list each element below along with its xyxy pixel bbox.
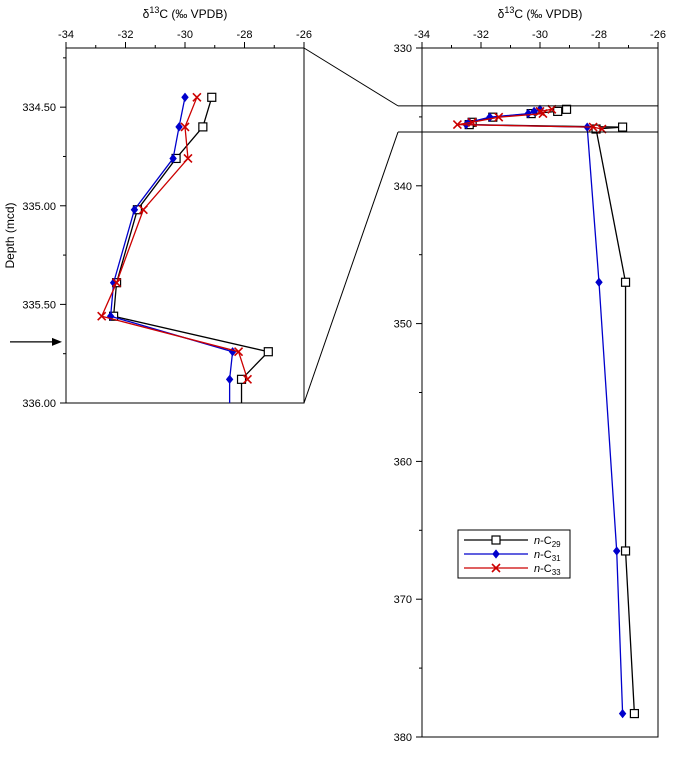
data-point-n-C33 [452, 120, 462, 130]
x-tick-label: -26 [650, 29, 666, 41]
series-line-n-C33 [100, 97, 249, 380]
legend-marker-n-C33 [491, 563, 501, 573]
series-line-n-C31 [464, 108, 624, 714]
x-tick-label: -26 [296, 29, 312, 41]
y-tick-label: 330 [394, 43, 412, 55]
data-point-n-C31 [612, 546, 621, 556]
data-point-n-C29 [620, 546, 631, 556]
y-tick-label: 336.00 [22, 398, 56, 410]
data-point-n-C31 [175, 122, 183, 132]
series-line-n-C29 [467, 108, 636, 714]
y-tick-label: 370 [394, 594, 412, 606]
data-point-n-C31 [130, 205, 139, 215]
plot-frame [421, 47, 659, 738]
x-tick-label: -28 [237, 29, 253, 41]
x-axis-title: δ13C (‰ VPDB) [498, 5, 583, 21]
data-point-n-C31 [169, 153, 177, 164]
y-tick-label: 335.00 [22, 201, 56, 213]
data-point-n-C31 [530, 106, 538, 117]
data-point-n-C31 [524, 108, 532, 119]
y-tick-label: 335.50 [22, 299, 56, 311]
data-point-n-C31 [225, 374, 234, 384]
zoom-connector-top [303, 47, 399, 107]
x-tick-label: -34 [58, 29, 74, 41]
data-point-n-C29 [620, 277, 631, 287]
data-point-n-C31 [618, 708, 627, 719]
data-point-n-C33 [242, 374, 253, 384]
x-tick-label: -32 [118, 29, 134, 41]
data-point-n-C33 [233, 347, 244, 357]
y-tick-label: 380 [394, 732, 412, 744]
data-point-n-C33 [97, 311, 107, 321]
x-tick-label: -30 [532, 29, 548, 41]
legend-marker-n-C31 [492, 549, 500, 559]
x-tick-label: -34 [414, 29, 430, 41]
data-point-n-C33 [183, 153, 193, 164]
legend-marker-n-C29 [491, 535, 501, 545]
x-axis-title: δ13C (‰ VPDB) [143, 5, 228, 21]
data-point-n-C29 [617, 122, 628, 132]
data-point-n-C33 [547, 104, 557, 114]
data-point-n-C29 [207, 92, 217, 102]
data-point-n-C29 [561, 104, 572, 114]
zoom-connector-bottom [303, 131, 399, 404]
legend-label-n-C29: n-C29 [534, 535, 561, 549]
x-tick-label: -30 [177, 29, 193, 41]
x-tick-label: -28 [591, 29, 607, 41]
legend-label-n-C33: n-C33 [534, 563, 561, 577]
x-tick-label: -32 [473, 29, 489, 41]
data-point-n-C33 [538, 109, 548, 119]
y-axis-title: Depth (mcd) [3, 202, 17, 268]
data-point-n-C31 [595, 277, 603, 287]
data-point-n-C29 [263, 347, 273, 357]
data-point-n-C33 [467, 117, 477, 127]
legend-label-n-C31: n-C31 [534, 549, 561, 563]
data-point-n-C33 [192, 92, 202, 102]
data-point-n-C31 [181, 92, 189, 102]
y-tick-label: 350 [394, 319, 412, 331]
series-line-n-C31 [109, 97, 234, 403]
data-point-n-C33 [180, 122, 190, 132]
data-point-n-C33 [588, 122, 598, 132]
data-point-n-C33 [112, 278, 122, 288]
data-point-n-C29 [198, 122, 208, 132]
y-tick-label: 360 [394, 456, 412, 468]
depth-arrow-head [52, 337, 62, 346]
data-point-n-C29 [236, 374, 247, 384]
y-tick-label: 340 [394, 181, 412, 193]
y-tick-label: 334.50 [22, 102, 56, 114]
data-point-n-C29 [629, 708, 640, 719]
data-point-n-C33 [138, 205, 148, 215]
data-point-n-C33 [494, 112, 504, 122]
